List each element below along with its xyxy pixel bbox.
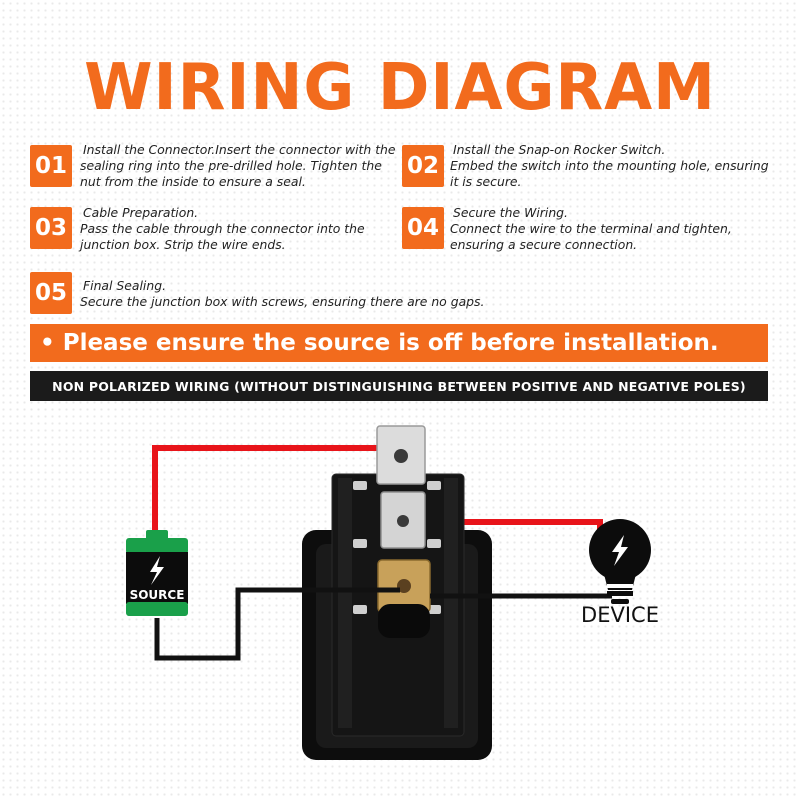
switch-pin: [427, 481, 441, 490]
switch-pin: [353, 539, 367, 548]
wire-boot: [378, 604, 430, 638]
step-number-badge: 03: [30, 207, 72, 249]
step-number-badge: 02: [402, 145, 444, 187]
terminal-hole: [397, 515, 409, 527]
step-number-badge: 01: [30, 145, 72, 187]
step-text: Cable Preparation. Pass the cable throug…: [80, 205, 365, 253]
lightning-bolt-icon: [150, 556, 164, 585]
device-label: DEVICE: [581, 603, 659, 627]
page-title: WIRING DIAGRAM: [84, 51, 716, 125]
switch-housing-side: [338, 478, 352, 728]
step-line: Install the Snap-on Rocker Switch.: [453, 142, 666, 157]
step-line: junction box. Strip the wire ends.: [80, 237, 286, 252]
step-number-badge: 04: [402, 207, 444, 249]
bulb-base: [607, 591, 633, 596]
warning-text: • Please ensure the source is off before…: [40, 330, 719, 356]
wiring-subtitle: NON POLARIZED WIRING (WITHOUT DISTINGUIS…: [52, 378, 746, 394]
step-line: Install the Connector.Insert the connect…: [83, 142, 396, 157]
step-line: Cable Preparation.: [83, 205, 199, 220]
light-bulb-icon: [612, 535, 628, 566]
switch-pin: [427, 539, 441, 548]
step-number-badge: 05: [30, 272, 72, 314]
switch-housing-side: [444, 478, 458, 728]
step-line: sealing ring into the pre-drilled hole. …: [80, 158, 382, 173]
terminal-hole: [394, 449, 408, 463]
warning-banner: • Please ensure the source is off before…: [30, 324, 768, 362]
source-battery: SOURCE: [126, 530, 188, 616]
battery-body: [126, 552, 188, 604]
step-text: Secure the Wiring. Connect the wire to t…: [450, 205, 732, 253]
device-bulb: DEVICE: [581, 519, 659, 627]
red-wire-source-to-switch: [152, 445, 392, 532]
step-line: it is secure.: [450, 174, 522, 189]
step-text: Install the Connector.Insert the connect…: [80, 142, 396, 190]
step-text: Final Sealing. Secure the junction box w…: [80, 278, 484, 310]
step-line: Secure the Wiring.: [453, 205, 568, 220]
battery-cap-top: [146, 530, 168, 540]
step-line: nut from the inside to ensure a seal.: [80, 174, 306, 189]
step-line: Connect the wire to the terminal and tig…: [450, 221, 732, 236]
step-line: Secure the junction box with screws, ens…: [80, 294, 485, 309]
source-label: SOURCE: [130, 588, 185, 602]
step-line: Pass the cable through the connector int…: [80, 221, 365, 236]
step-text: Install the Snap-on Rocker Switch. Embed…: [450, 142, 769, 190]
battery-top-band: [126, 538, 188, 554]
battery-bottom-band: [126, 602, 188, 616]
terminal-hole: [397, 579, 411, 593]
step-line: Embed the switch into the mounting hole,…: [450, 158, 769, 173]
bulb-base: [607, 584, 633, 588]
wiring-subtitle-bar: NON POLARIZED WIRING (WITHOUT DISTINGUIS…: [30, 371, 768, 401]
switch-pin: [353, 481, 367, 490]
rocker-switch: [302, 425, 492, 760]
step-line: Final Sealing.: [83, 278, 167, 293]
switch-pin: [353, 605, 367, 614]
step-line: ensuring a secure connection.: [450, 237, 638, 252]
bulb-base: [611, 599, 629, 604]
black-wire-source-to-switch: [154, 587, 400, 661]
